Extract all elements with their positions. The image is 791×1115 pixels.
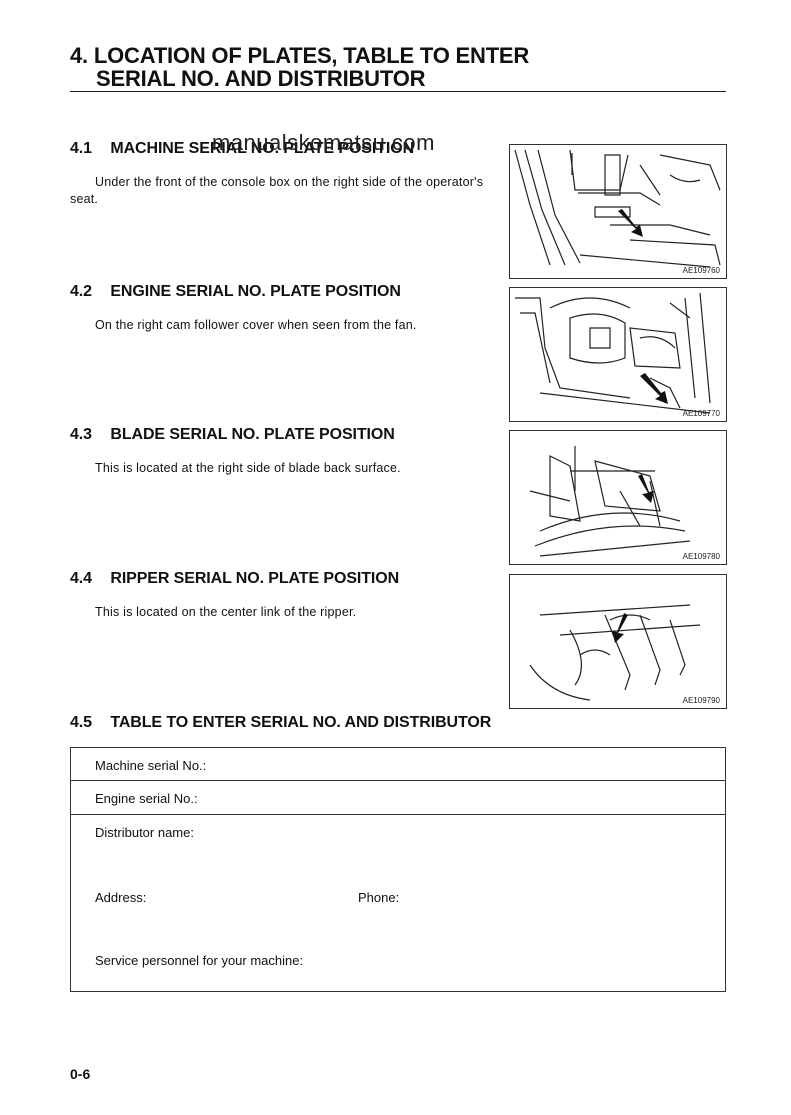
- chapter-title-line1: 4. LOCATION OF PLATES, TABLE TO ENTER: [70, 43, 530, 68]
- section-4-3-text: This is located at the right side of bla…: [95, 461, 401, 475]
- engine-serial-field[interactable]: Engine serial No.:: [70, 780, 726, 815]
- ripper-illustration: [529, 604, 701, 701]
- chapter-title: 4. LOCATION OF PLATES, TABLE TO ENTER SE…: [70, 44, 529, 90]
- section-4-1-text: Under the front of the console box on th…: [70, 175, 484, 206]
- table-row: Engine serial No.:: [70, 780, 726, 815]
- page-number: 0-6: [70, 1066, 91, 1082]
- figure-code: AE109770: [682, 409, 720, 418]
- machine-serial-label: Machine serial No.:: [95, 758, 207, 773]
- section-4-4-text: This is located on the center link of th…: [95, 605, 357, 619]
- section-heading: RIPPER SERIAL NO. PLATE POSITION: [110, 570, 400, 587]
- section-number: 4.1: [70, 140, 92, 157]
- cab-interior-illustration: [514, 149, 721, 268]
- section-number: 4.4: [70, 570, 92, 587]
- arrow-icon: [638, 474, 654, 503]
- section-4-3-title: 4.3 BLADE SERIAL NO. PLATE POSITION: [70, 426, 395, 444]
- section-4-2-text: On the right cam follower cover when see…: [95, 318, 417, 332]
- section-number: 4.2: [70, 283, 92, 300]
- section-heading: BLADE SERIAL NO. PLATE POSITION: [110, 426, 395, 443]
- service-personnel-label: Service personnel for your machine:: [95, 953, 304, 968]
- chapter-title-line2: SERIAL NO. AND DISTRIBUTOR: [96, 66, 426, 91]
- table-row: Distributor name: Address: Phone: Servic…: [70, 814, 726, 992]
- section-number: 4.3: [70, 426, 92, 443]
- section-heading: ENGINE SERIAL NO. PLATE POSITION: [110, 283, 401, 300]
- distributor-name-label: Distributor name:: [95, 825, 194, 840]
- table-row: Machine serial No.:: [70, 747, 726, 781]
- distributor-field[interactable]: Distributor name: Address: Phone: Servic…: [70, 814, 726, 992]
- section-4-1-title: 4.1 MACHINE SERIAL NO. PLATE POSITION: [70, 140, 414, 158]
- figure-machine-serial-plate: AE109760: [509, 144, 727, 279]
- figure-blade-serial-plate: AE109780: [509, 430, 727, 565]
- section-4-5-title: 4.5 TABLE TO ENTER SERIAL NO. AND DISTRI…: [70, 714, 491, 732]
- section-4-4-title: 4.4 RIPPER SERIAL NO. PLATE POSITION: [70, 570, 399, 588]
- header-rule: [70, 91, 726, 92]
- arrow-icon: [612, 613, 628, 643]
- arrow-icon: [640, 373, 668, 404]
- figure-engine-serial-plate: AE109770: [509, 287, 727, 422]
- engine-illustration: [515, 292, 711, 414]
- figure-code: AE109790: [682, 696, 720, 705]
- figure-code: AE109760: [682, 266, 720, 275]
- address-label: Address:: [95, 890, 147, 905]
- phone-label: Phone:: [358, 890, 400, 905]
- section-heading: TABLE TO ENTER SERIAL NO. AND DISTRIBUTO…: [110, 714, 492, 731]
- figure-ripper-serial-plate: AE109790: [509, 574, 727, 709]
- arrow-icon: [618, 209, 643, 237]
- section-number: 4.5: [70, 714, 92, 731]
- machine-serial-field[interactable]: Machine serial No.:: [70, 747, 726, 781]
- serial-distributor-table: Machine serial No.: Engine serial No.: D…: [70, 747, 726, 992]
- engine-serial-label: Engine serial No.:: [95, 791, 198, 806]
- figure-code: AE109780: [682, 552, 720, 561]
- section-4-2-title: 4.2 ENGINE SERIAL NO. PLATE POSITION: [70, 283, 401, 301]
- blade-illustration: [529, 446, 691, 557]
- section-heading: MACHINE SERIAL NO. PLATE POSITION: [110, 140, 415, 157]
- watermark: manualskomatsu.com: [212, 130, 435, 155]
